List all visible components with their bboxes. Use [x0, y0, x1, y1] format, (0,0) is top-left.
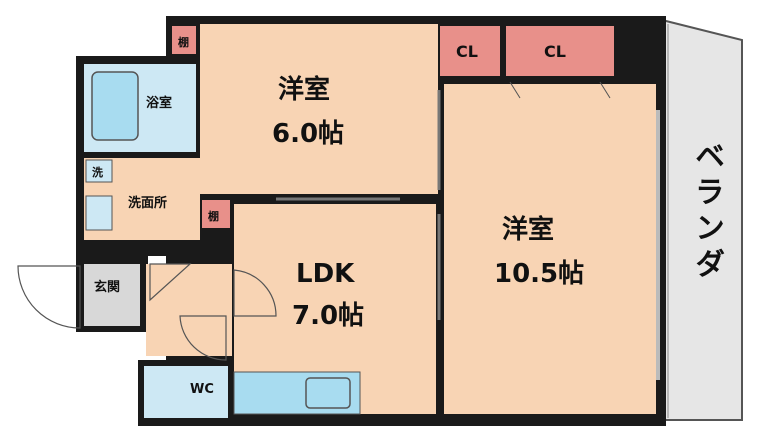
shelf-1-name: 棚 — [178, 36, 189, 49]
hall-door-swing — [179, 315, 227, 361]
bathtub — [91, 71, 139, 141]
washroom-name: 洗面所 — [128, 196, 168, 211]
western-room-large-name: 洋室 — [502, 215, 555, 245]
entrance-name: 玄関 — [94, 280, 121, 295]
bath-door-swing — [149, 263, 192, 302]
western-room-large-floor — [444, 84, 656, 414]
ldk-door-swing — [233, 269, 277, 317]
closet-1-name: CL — [456, 42, 478, 61]
closet-1 — [440, 26, 500, 76]
entrance-door-swing — [17, 265, 81, 329]
shelf-2-name: 棚 — [208, 210, 219, 223]
western-room-large-size: 10.5帖 — [494, 259, 585, 289]
toilet-room — [144, 366, 228, 418]
shelf-1 — [172, 26, 196, 54]
closet-2-name: CL — [544, 42, 566, 61]
ldk-name: LDK — [296, 259, 355, 289]
sink-unit — [85, 195, 113, 231]
ldk-size: 7.0帖 — [292, 301, 365, 331]
toilet-name: WC — [190, 382, 214, 397]
western-room-small-name: 洋室 — [278, 75, 331, 105]
western-room-small-floor — [200, 24, 438, 194]
washer-name: 洗 — [92, 166, 103, 179]
closet-door-mark-2 — [599, 81, 611, 99]
bath-name: 浴室 — [146, 96, 173, 111]
entrance-floor — [84, 264, 140, 326]
closet-2 — [506, 26, 614, 76]
western-room-small-size: 6.0帖 — [272, 119, 345, 149]
balcony-name: ベランダ — [689, 140, 724, 284]
kitchen-sink — [305, 377, 351, 409]
washer-slot — [85, 159, 113, 183]
closet-door-mark-1 — [509, 81, 521, 99]
shelf-2 — [202, 200, 230, 228]
